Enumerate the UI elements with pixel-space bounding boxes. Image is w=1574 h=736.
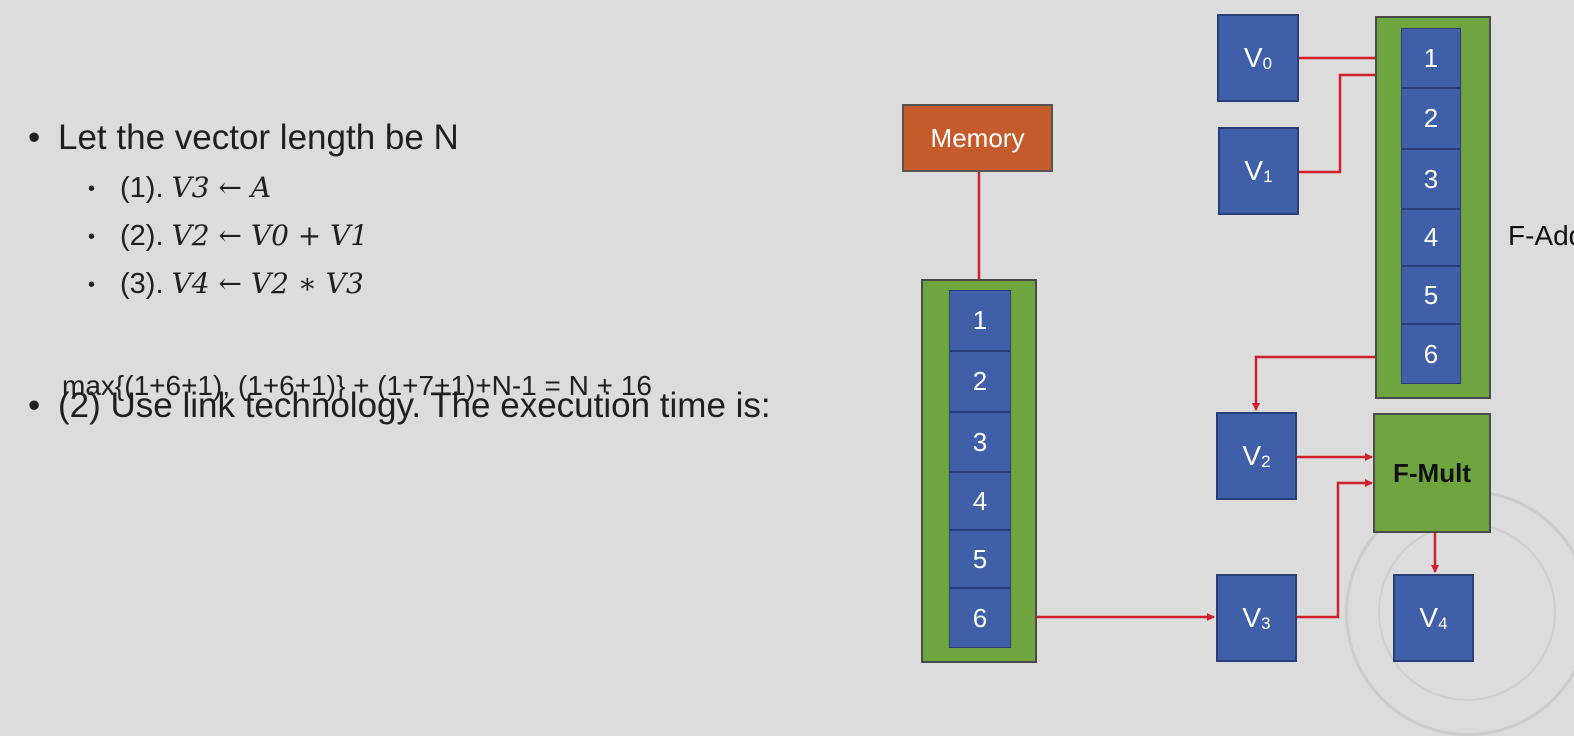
add-stage-6: 6	[1401, 324, 1461, 384]
step-expression: V4 ← V2 ∗ V3	[171, 267, 364, 300]
sub-bullet-dot: •	[88, 178, 96, 201]
sub-bullet-dot: •	[88, 226, 96, 249]
bullet-dot: •	[28, 118, 41, 157]
register-v0-base: V	[1243, 42, 1263, 73]
step-2: • (2). V2 ← V0 + V1	[88, 212, 688, 261]
add-stage-4: 4	[1401, 209, 1461, 266]
add-stage-3: 3	[1401, 149, 1461, 209]
bullet-text: (2) Use link technology. The execution t…	[58, 386, 771, 425]
step-number: (2).	[120, 220, 172, 252]
pipeline-diagram: Memory 1 2 3 4 5 6 1 2 3 4 5 6 F-Add V0 …	[902, 14, 1574, 736]
memory-box: Memory	[902, 104, 1053, 172]
load-stage-2: 2	[949, 351, 1011, 412]
register-v4-sub: 4	[1438, 614, 1448, 633]
sub-bullet-dot: •	[88, 274, 96, 297]
register-v2-base: V	[1242, 440, 1262, 471]
register-v3-base: V	[1242, 602, 1262, 633]
step-number: (1).	[120, 172, 172, 204]
register-v0-sub: 0	[1262, 54, 1273, 73]
add-stage-5: 5	[1401, 266, 1461, 324]
slide: • Let the vector length be N • (1). V3 ← A…	[28, 14, 1574, 736]
register-v3-sub: 3	[1261, 614, 1271, 633]
wire-add-to-v2	[1252, 355, 1400, 411]
step-number: (3).	[120, 268, 172, 300]
load-stage-6: 6	[949, 588, 1011, 648]
load-stage-5: 5	[949, 530, 1011, 588]
step-expression: V3 ← A	[171, 171, 272, 204]
bullet-vector-length: • Let the vector length be N	[28, 112, 728, 164]
add-stage-2: 2	[1401, 88, 1461, 149]
f-mult-unit: F-Mult	[1373, 413, 1491, 533]
f-add-label: F-Add	[1508, 220, 1574, 251]
bullet-text: Let the vector length be N	[58, 118, 459, 157]
step-1: • (1). V3 ← A	[88, 164, 688, 213]
wires	[977, 54, 1439, 621]
execution-time-formula: max{(1+6+1), (1+6+1)} + (1+7+1)+N-1 = N …	[62, 370, 652, 401]
wire-v1-to-add	[1298, 71, 1399, 174]
bullet-dot: •	[28, 386, 41, 425]
f-mult-label: F-Mult	[1393, 457, 1471, 488]
add-stage-1: 1	[1401, 28, 1461, 88]
load-stage-4: 4	[949, 472, 1011, 530]
wire-v3-to-mult	[1297, 479, 1373, 619]
register-v4-base: V	[1419, 602, 1439, 633]
register-v2-sub: 2	[1261, 452, 1271, 471]
register-v1-base: V	[1244, 155, 1264, 186]
bullet-execution-time: • (2) Use link technology. The execution …	[28, 380, 858, 432]
load-stage-1: 1	[949, 290, 1011, 351]
step-expression: V2 ← V0 + V1	[171, 219, 369, 252]
step-3: • (3). V4 ← V2 ∗ V3	[88, 260, 688, 309]
load-stage-3: 3	[949, 412, 1011, 472]
register-v1-sub: 1	[1263, 167, 1273, 186]
